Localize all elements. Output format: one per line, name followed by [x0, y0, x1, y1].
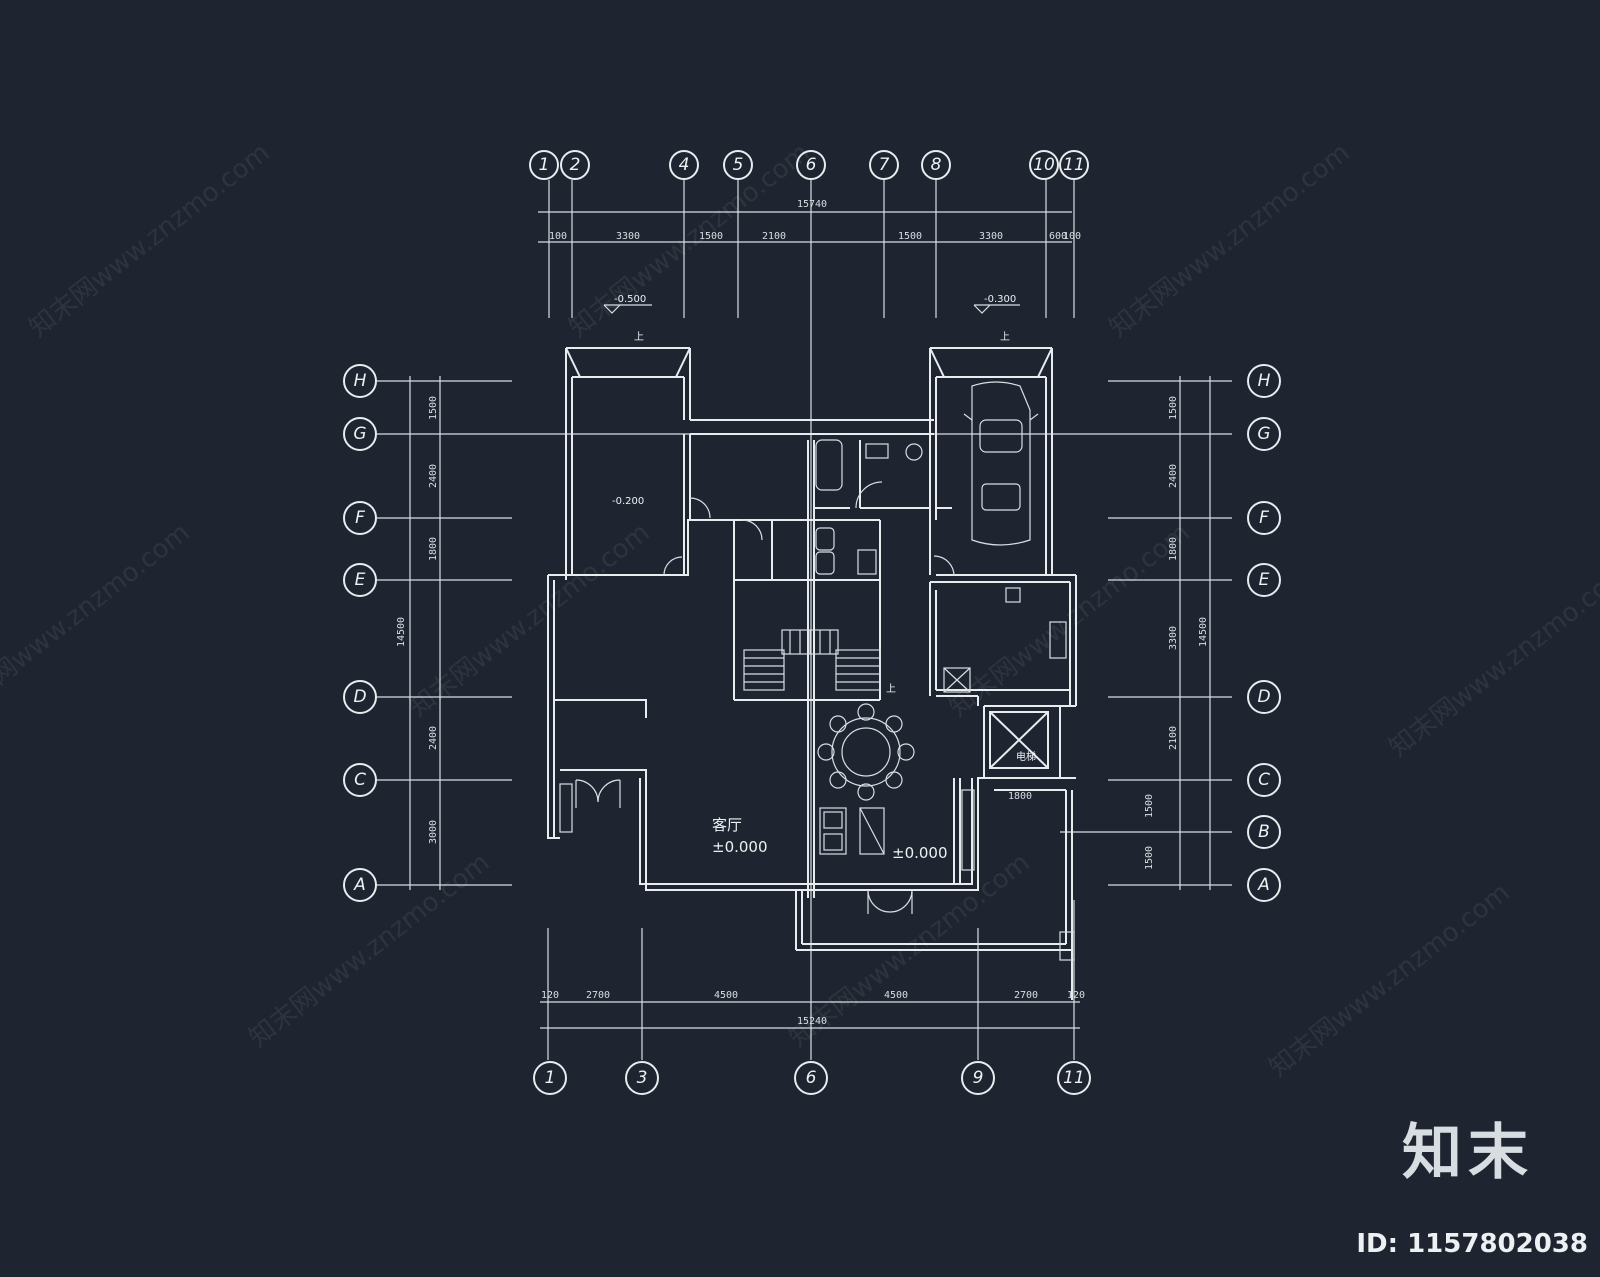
top-segment-dims: 100 3300 1500 2100 1500 3300 600 100	[549, 231, 1081, 242]
top-dimension-lines	[538, 180, 1075, 1060]
right-segment-dims: 1500 2400 1800 3300 2100 1500 1500	[1144, 396, 1179, 870]
right-axis-bubbles: H G F E D C B A	[1247, 364, 1281, 902]
axis-label: 9	[973, 1068, 984, 1088]
kitchen-fixtures	[943, 587, 1067, 693]
dim-text: 1500	[1144, 794, 1155, 818]
level-marker-top-left: -0.500	[603, 294, 652, 314]
axis-label: 11	[1063, 1068, 1085, 1088]
axis-label: 5	[733, 155, 744, 175]
level-text: -0.500	[614, 294, 646, 305]
axis-label: 10	[1033, 155, 1055, 175]
dim-text: 1500	[1144, 846, 1155, 870]
axis-label: 6	[806, 155, 817, 175]
dim-text: 100	[549, 231, 567, 242]
axis-label: F	[1259, 508, 1269, 528]
bottom-total-dim: 15240	[797, 1016, 827, 1027]
axis-label: 2	[570, 155, 581, 175]
axis-label: 1	[539, 155, 550, 175]
dim-text: 2400	[1168, 464, 1179, 488]
axis-label: E	[355, 570, 366, 590]
dim-text: 600	[1049, 231, 1067, 242]
car-icon	[963, 381, 1039, 546]
dim-text: 120	[541, 990, 559, 1001]
axis-label: E	[1259, 570, 1270, 590]
level-marker-top-right: -0.300	[973, 294, 1020, 314]
dim-text: 3300	[616, 231, 640, 242]
dim-text: 1500	[428, 396, 439, 420]
left-total-dim: 14500	[396, 617, 407, 647]
axis-label: 11	[1063, 155, 1085, 175]
dim-text: 1800	[1168, 537, 1179, 561]
axis-label: 1	[545, 1068, 556, 1088]
axis-label: D	[353, 687, 366, 707]
axis-label: 6	[806, 1068, 817, 1088]
left-axis-bubbles: H G F E D C A	[343, 364, 377, 902]
dining-level-label: ±0.000	[892, 844, 948, 862]
living-level-label: ±0.000	[712, 838, 768, 856]
axis-label: H	[1258, 371, 1271, 391]
axis-label: 4	[679, 155, 690, 175]
garden-level-label: -0.200	[612, 496, 644, 507]
dim-text: 1500	[898, 231, 922, 242]
bottom-segment-dims: 120 2700 4500 4500 2700 120	[541, 990, 1085, 1001]
axis-label: 7	[879, 155, 890, 175]
axis-label: G	[353, 424, 366, 444]
dim-text: 2100	[762, 231, 786, 242]
up-arrow-label: 上	[634, 331, 644, 343]
axis-label: 3	[637, 1068, 648, 1088]
axis-label: H	[354, 371, 367, 391]
dim-text: 1500	[699, 231, 723, 242]
axis-label: C	[354, 770, 366, 790]
axis-label: B	[1258, 822, 1270, 842]
dim-text: 1500	[1168, 396, 1179, 420]
axis-label: 8	[931, 155, 942, 175]
dim-text: 2400	[428, 726, 439, 750]
dim-text: 3300	[1168, 626, 1179, 650]
axis-label: G	[1257, 424, 1270, 444]
up-arrow-label: 上	[1000, 331, 1010, 343]
top-total-dim: 15740	[797, 199, 827, 210]
staircase: 上	[743, 629, 896, 695]
dim-text: 2100	[1168, 726, 1179, 750]
axis-label: A	[1257, 875, 1270, 895]
axis-label: D	[1257, 687, 1270, 707]
top-axis-bubbles: 1 2 4 5 6 7 8 10 11	[529, 150, 1089, 180]
living-room-label: 客厅	[712, 816, 742, 834]
dim-text: 4500	[714, 990, 738, 1001]
mid-right-dim: 1800	[1008, 791, 1032, 802]
left-dimension-lines	[409, 376, 1211, 890]
horizontal-axis-lines	[376, 380, 1232, 886]
dim-text: 2700	[1014, 990, 1038, 1001]
dining-table-icon	[817, 703, 915, 801]
axis-label: A	[353, 875, 366, 895]
axis-label: C	[1258, 770, 1270, 790]
axis-label: F	[355, 508, 365, 528]
brand-logo: 知末	[1402, 1118, 1534, 1188]
door-swings	[575, 481, 955, 914]
counter-fixtures	[559, 783, 1066, 871]
dim-text: 2400	[428, 464, 439, 488]
dim-text: 100	[1063, 231, 1081, 242]
dim-text: 2700	[586, 990, 610, 1001]
dim-text: 3000	[428, 820, 439, 844]
image-id-label: ID: 1157802038	[1356, 1229, 1588, 1259]
dim-text: 4500	[884, 990, 908, 1001]
elevator-label: 电梯	[1016, 750, 1036, 763]
bathroom-fixtures	[815, 439, 923, 575]
walls	[547, 347, 1077, 1000]
up-arrow-label: 上	[886, 683, 896, 695]
dim-text: 120	[1067, 990, 1085, 1001]
dim-text: 3300	[979, 231, 1003, 242]
dim-text: 1800	[428, 537, 439, 561]
level-text: -0.300	[984, 294, 1016, 305]
right-total-dim: 14500	[1198, 617, 1209, 647]
left-segment-dims: 1500 2400 1800 2400 3000	[428, 396, 439, 844]
bottom-axis-bubbles: 1 3 6 9 11	[533, 1061, 1091, 1095]
bottom-dimension-lines	[540, 900, 1080, 1060]
